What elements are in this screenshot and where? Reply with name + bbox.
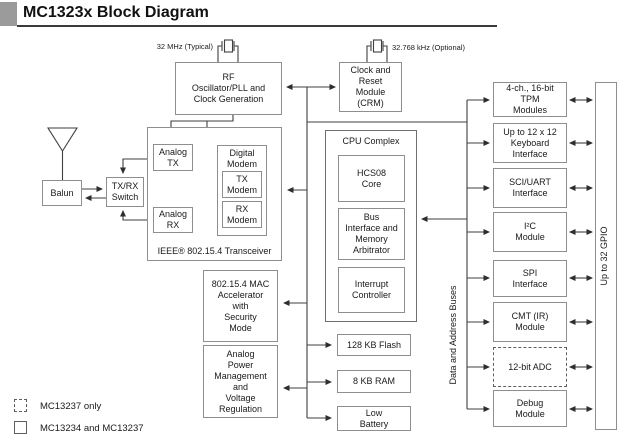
block-tx-modem: TX Modem [222, 171, 262, 198]
block-flash: 128 KB Flash [337, 334, 411, 356]
legend-dashed-label: MC13237 only [40, 401, 102, 412]
digital-modem-label: Digital Modem [226, 148, 257, 169]
block-balun: Balun [42, 180, 82, 206]
block-analog-rx: Analog RX [153, 207, 193, 233]
transceiver-label: IEEE® 802.15.4 Transceiver [157, 246, 272, 256]
crystal-32khz-icon [366, 39, 388, 62]
block-mac-accelerator: 802.15.4 MAC Accelerator with Security M… [203, 270, 278, 342]
page-title: MC1323x Block Diagram [23, 4, 209, 21]
legend-solid-swatch [14, 421, 27, 434]
analogtx-to-switch-arrow [120, 158, 153, 174]
block-keyboard: Up to 12 x 12 Keyboard Interface [493, 123, 567, 163]
legend-dashed-swatch [14, 399, 27, 412]
block-sci-uart: SCI/UART Interface [493, 168, 567, 208]
cpu-complex-label: CPU Complex [342, 136, 400, 146]
crystal-32mhz-icon [217, 39, 239, 62]
xtal-32mhz-label: 32 MHz (Typical) [156, 42, 213, 51]
block-low-battery: Low Battery [337, 406, 411, 431]
block-adc: 12-bit ADC [493, 347, 567, 387]
legend-solid-label: MC13234 and MC13237 [40, 423, 144, 434]
block-rf-oscillator: RF Oscillator/PLL and Clock Generation [175, 62, 282, 115]
block-ram: 8 KB RAM [337, 370, 411, 393]
xtal-32khz-label: 32.768 kHz (Optional) [392, 43, 465, 52]
block-crm: Clock and Reset Module (CRM) [339, 62, 402, 112]
block-i2c: I²C Module [493, 212, 567, 252]
block-txrx-switch: TX/RX Switch [106, 177, 144, 207]
block-bus-interface: Bus Interface and Memory Arbitrator [338, 208, 405, 260]
block-debug: Debug Module [493, 390, 567, 427]
block-rx-modem: RX Modem [222, 201, 262, 228]
title-accent-square [0, 2, 17, 26]
data-bus-label: Data and Address Buses [448, 285, 458, 385]
block-spi: SPI Interface [493, 260, 567, 297]
block-hcs08-core: HCS08 Core [338, 155, 405, 202]
block-interrupt-controller: Interrupt Controller [338, 267, 405, 313]
block-cmt: CMT (IR) Module [493, 302, 567, 342]
gpio-label: Up to 32 GPIO [599, 226, 609, 286]
module-gpio-arrows [569, 97, 593, 412]
block-tpm: 4-ch., 16-bit TPM Modules [493, 82, 567, 117]
title-rule [17, 25, 497, 27]
block-analog-tx: Analog TX [153, 144, 193, 171]
block-power-management: Analog Power Management and Voltage Regu… [203, 345, 278, 418]
block-gpio-frame [595, 82, 617, 430]
antenna-icon [47, 127, 78, 153]
analogrx-to-switch-arrow [120, 210, 153, 221]
